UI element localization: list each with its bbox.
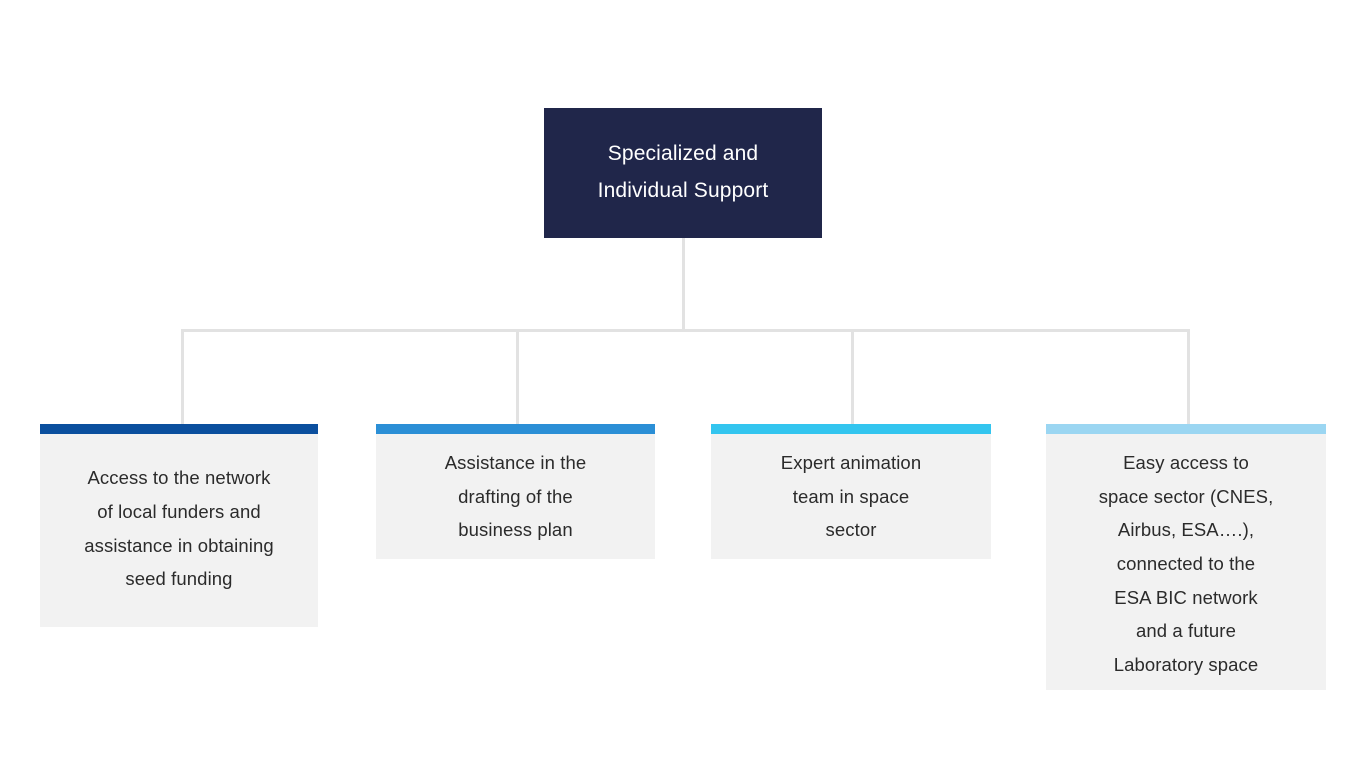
- connector-root-stem: [682, 238, 685, 331]
- branch-accent-bar-2: [376, 424, 655, 434]
- branch-card-body-2: Assistance in the drafting of the busine…: [376, 434, 655, 563]
- branch-card-label-3: Expert animation team in space sector: [780, 452, 922, 541]
- connector-drop-4: [1187, 329, 1190, 424]
- branch-card-funding-network[interactable]: Access to the network of local funders a…: [40, 424, 318, 627]
- branch-card-business-plan[interactable]: Assistance in the drafting of the busine…: [376, 424, 655, 559]
- branch-card-label-2: Assistance in the drafting of the busine…: [444, 452, 587, 541]
- branch-accent-bar-1: [40, 424, 318, 434]
- connector-horizontal-bus: [181, 329, 1190, 332]
- branch-card-body-3: Expert animation team in space sector: [711, 434, 991, 563]
- branch-card-body-1: Access to the network of local funders a…: [40, 434, 318, 627]
- branch-card-label-4: Easy access to space sector (CNES, Airbu…: [1098, 452, 1274, 675]
- branch-card-animation-team[interactable]: Expert animation team in space sector: [711, 424, 991, 559]
- connector-drop-2: [516, 329, 519, 424]
- branch-card-body-4: Easy access to space sector (CNES, Airbu…: [1046, 434, 1326, 698]
- root-node-label: Specialized and Individual Support: [597, 142, 769, 202]
- root-node-specialized-support[interactable]: Specialized and Individual Support: [544, 108, 822, 238]
- branch-accent-bar-4: [1046, 424, 1326, 434]
- connector-drop-3: [851, 329, 854, 424]
- branch-accent-bar-3: [711, 424, 991, 434]
- branch-card-space-sector-access[interactable]: Easy access to space sector (CNES, Airbu…: [1046, 424, 1326, 690]
- connector-drop-1: [181, 329, 184, 424]
- branch-card-label-1: Access to the network of local funders a…: [84, 467, 274, 590]
